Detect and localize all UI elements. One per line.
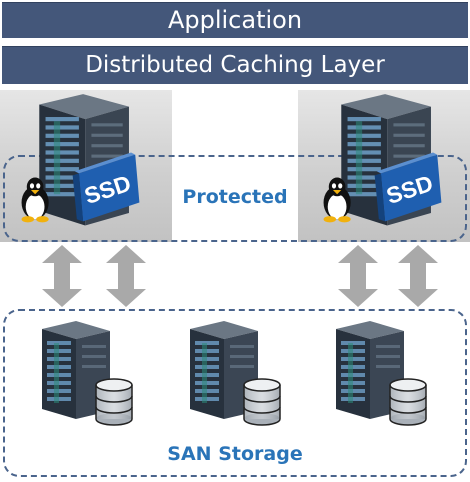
cache-server-icon-left (21, 94, 140, 226)
storage-server-icon-3 (335, 320, 427, 426)
caching-layer-bar: Distributed Caching Layer (2, 46, 468, 84)
cache-gap-panel (172, 90, 298, 242)
san-storage-label: SAN Storage (167, 443, 303, 465)
double-arrow-icon (338, 245, 378, 307)
protected-zone-boundary (3, 155, 467, 242)
caching-layer-label: Distributed Caching Layer (85, 52, 385, 78)
san-storage-boundary (3, 309, 467, 477)
protected-label: Protected (182, 186, 288, 208)
storage-server-icon-1 (41, 320, 133, 426)
cache-server-icon-right (323, 94, 442, 226)
application-layer-bar: Application (2, 2, 468, 38)
storage-server-icon-2 (189, 320, 281, 426)
double-arrow-icon (42, 245, 82, 307)
double-arrow-icon (106, 245, 146, 307)
double-arrow-icon (398, 245, 438, 307)
application-layer-label: Application (167, 6, 303, 34)
